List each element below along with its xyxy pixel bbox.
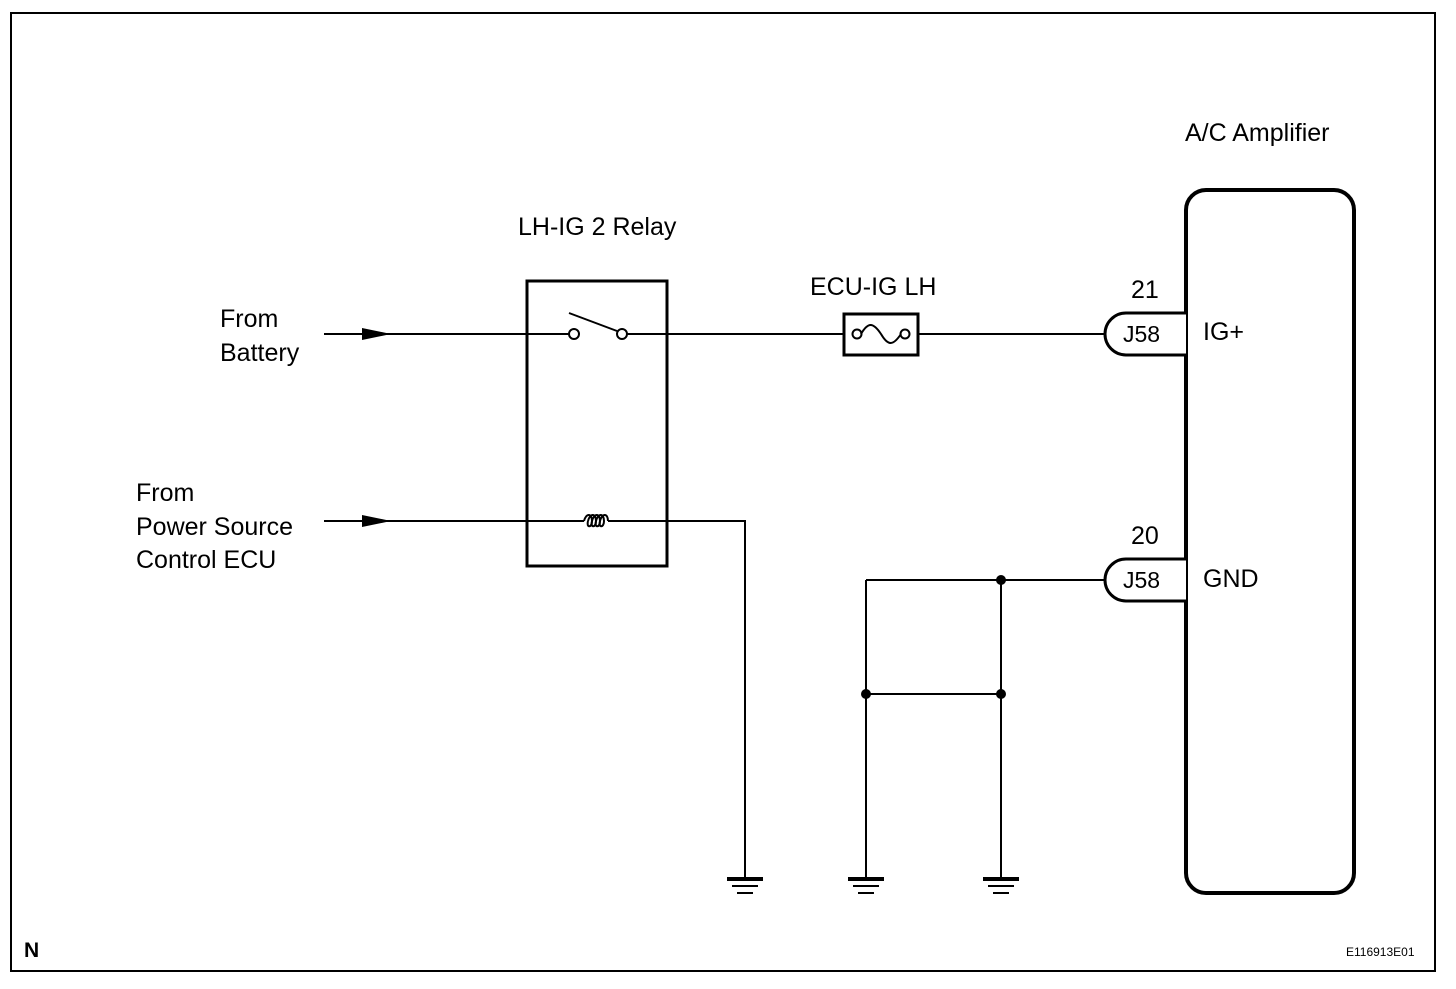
relay-box <box>525 279 669 568</box>
from-battery-label-line1: From <box>220 305 278 333</box>
ground-icon <box>727 877 763 894</box>
fuse-icon <box>842 312 920 357</box>
ground-icon <box>848 877 884 894</box>
pin-number-20: 20 <box>1131 522 1159 550</box>
diagram-frame <box>10 12 1436 972</box>
pin-number-21: 21 <box>1131 276 1159 304</box>
relay-title: LH-IG 2 Relay <box>518 213 677 241</box>
from-battery-label-line2: Battery <box>220 339 300 367</box>
junction-dot <box>996 689 1006 699</box>
ground-wires <box>865 579 1106 879</box>
pin-label-ig: IG+ <box>1203 318 1244 346</box>
fuse-title: ECU-IG LH <box>810 273 936 301</box>
from-ecu-label-line1: From <box>136 479 194 507</box>
from-ecu-label-line2: Power Source <box>136 513 293 541</box>
battery-arrow-icon <box>362 328 391 340</box>
junction-dot <box>861 689 871 699</box>
junction-dot <box>996 575 1006 585</box>
ecu-arrow-icon <box>362 515 391 527</box>
from-ecu-label-line3: Control ECU <box>136 546 276 574</box>
ground-icon <box>983 877 1019 894</box>
relay-switch-icon <box>568 312 628 340</box>
corner-mark: N <box>24 939 39 962</box>
connector-label-gnd: J58 <box>1123 567 1160 593</box>
amplifier-title: A/C Amplifier <box>1185 119 1329 147</box>
connector-label-ig: J58 <box>1123 321 1160 347</box>
coil-ground-wire <box>608 520 746 879</box>
amplifier-box <box>1184 188 1356 895</box>
pin-label-gnd: GND <box>1203 565 1259 593</box>
figure-id: E116913E01 <box>1346 945 1415 959</box>
relay-coil-icon <box>583 514 609 528</box>
connector-j58-ig <box>1103 311 1186 357</box>
